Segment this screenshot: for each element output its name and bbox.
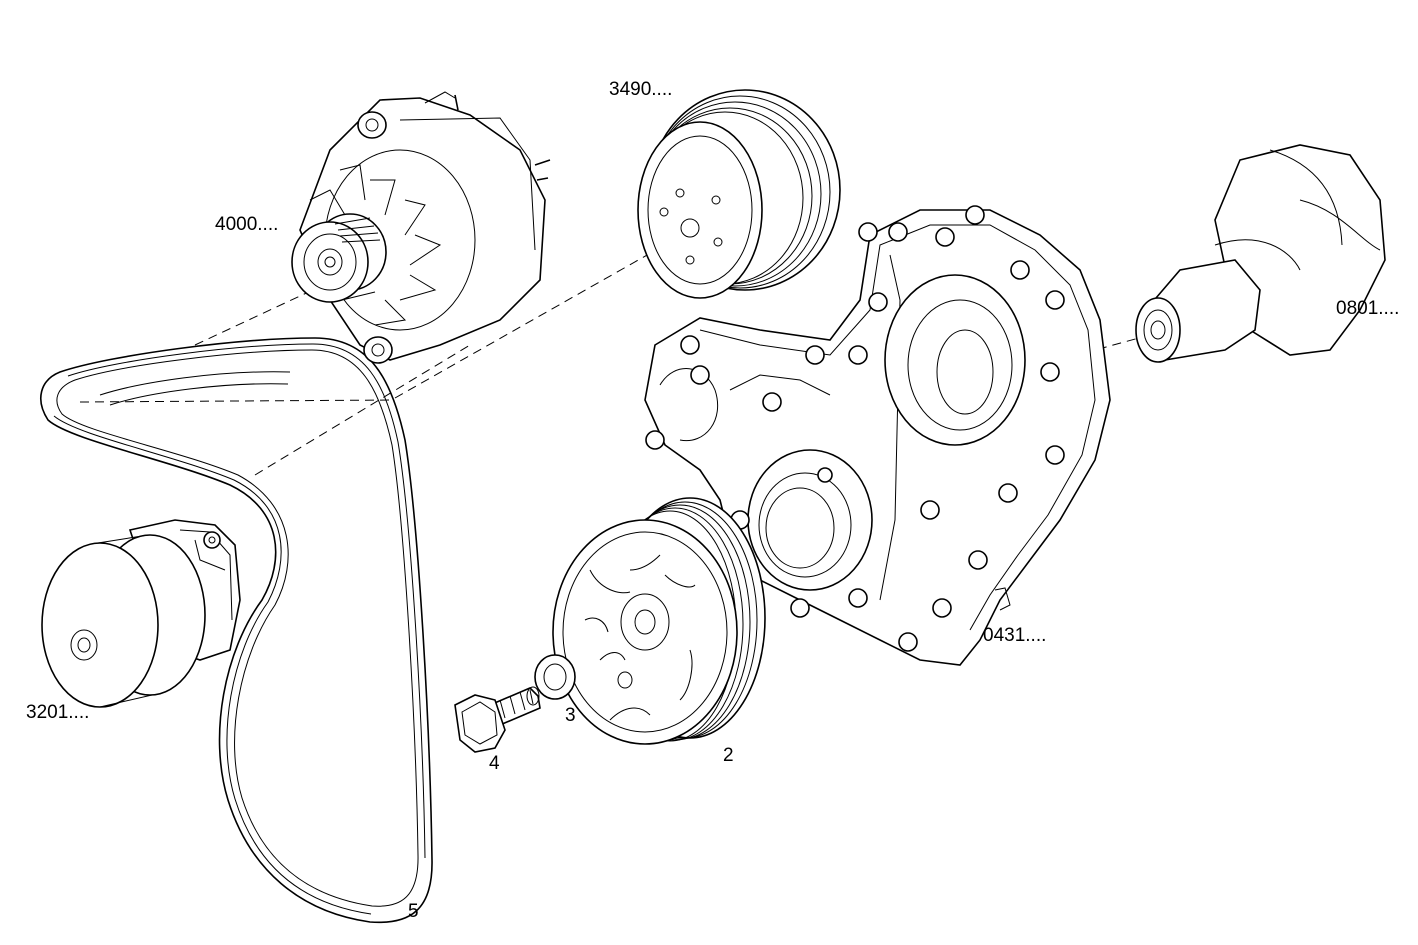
washer bbox=[534, 654, 576, 700]
callout-4000: 4000.... bbox=[215, 214, 279, 235]
pulley-bolt bbox=[454, 686, 541, 753]
callout-3: 3 bbox=[565, 705, 576, 726]
alternator bbox=[291, 91, 551, 364]
callout-4: 4 bbox=[489, 753, 500, 774]
timing-cover bbox=[644, 205, 1111, 666]
drive-belt bbox=[40, 337, 433, 924]
callout-2: 2 bbox=[723, 745, 734, 766]
callout-0431: 0431.... bbox=[983, 625, 1047, 646]
belt-tensioner bbox=[41, 519, 241, 708]
callout-0801: 0801.... bbox=[1336, 298, 1400, 319]
crankshaft-pulley bbox=[552, 497, 766, 745]
callout-3201: 3201.... bbox=[26, 702, 90, 723]
callout-3490: 3490.... bbox=[609, 79, 673, 100]
water-pump-pulley bbox=[637, 89, 841, 299]
crankshaft bbox=[1135, 144, 1386, 363]
callout-5: 5 bbox=[408, 901, 419, 922]
